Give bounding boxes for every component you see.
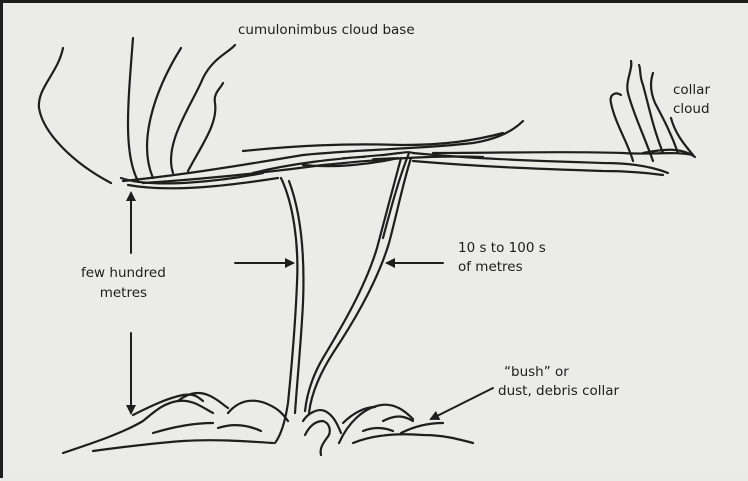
height-label-line1: few hundred (81, 263, 166, 283)
height-label-line2: metres (81, 283, 166, 303)
debris-collar-sketch (63, 393, 473, 455)
debris-collar-label: “bush” or dust, debris collar (498, 363, 619, 401)
debris-arrow (431, 388, 493, 419)
cloud-base (123, 121, 693, 183)
width-label-line2: of metres (458, 258, 546, 277)
collar-cloud-label: collar cloud (673, 81, 710, 119)
cloud-base-label: cumulonimbus cloud base (238, 22, 415, 39)
height-label: few hundred metres (81, 263, 166, 303)
collar-cloud-label-line1: collar (673, 81, 710, 100)
collar-cloud-label-line2: cloud (673, 100, 710, 119)
width-label: 10 s to 100 s of metres (458, 239, 546, 277)
debris-collar-label-line2: dust, debris collar (498, 382, 619, 401)
debris-collar-label-line1: “bush” or (498, 363, 619, 382)
cloud-base-label-text: cumulonimbus cloud base (238, 22, 415, 38)
width-label-line1: 10 s to 100 s (458, 239, 546, 258)
funnel-column (275, 153, 411, 443)
tornado-sketch (3, 3, 748, 481)
